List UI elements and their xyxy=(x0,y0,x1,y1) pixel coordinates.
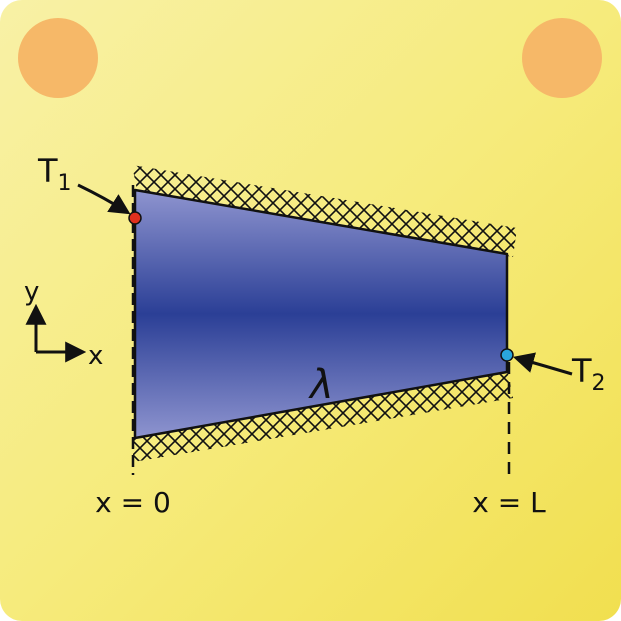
label-axis-y: y xyxy=(24,277,39,307)
label-axis-x: x xyxy=(88,341,103,371)
label-t1: T1 xyxy=(37,152,72,196)
pin-right-icon xyxy=(522,18,602,98)
point-t1 xyxy=(128,211,142,225)
label-conductivity: λ xyxy=(308,362,334,408)
arrow-t1 xyxy=(77,183,131,215)
pin-left-icon xyxy=(18,18,98,98)
insulation-top xyxy=(132,165,517,257)
insulation-bottom xyxy=(133,373,513,462)
xy-axis-icon xyxy=(25,303,87,363)
arrow-t2 xyxy=(512,352,573,376)
label-x-end: x = L xyxy=(472,486,546,519)
point-t2 xyxy=(500,348,514,362)
label-t2: T2 xyxy=(571,352,606,396)
label-x-start: x = 0 xyxy=(95,486,171,519)
conducting-solid xyxy=(133,188,509,440)
